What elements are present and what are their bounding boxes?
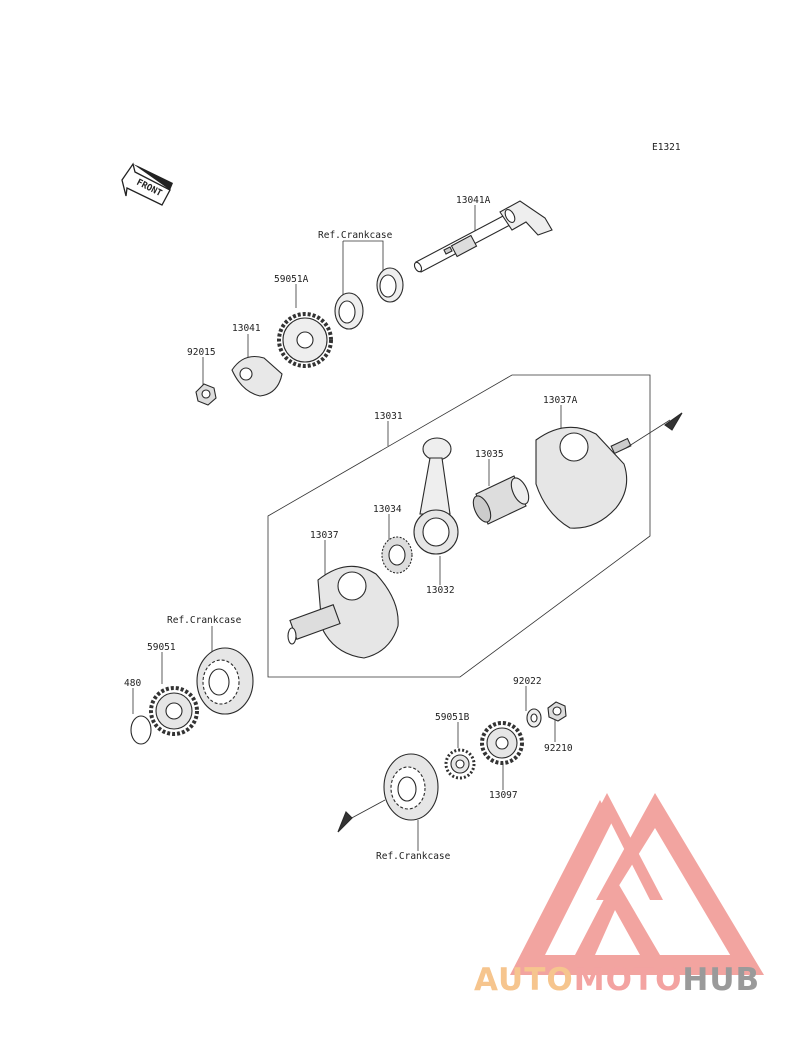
gear-59051 (149, 686, 199, 736)
label-ref-crankcase-top: Ref.Crankcase (318, 230, 393, 241)
diagram-code: E1321 (652, 142, 681, 153)
label-ref-crankcase-left: Ref.Crankcase (167, 615, 242, 626)
washer-92022 (526, 708, 542, 728)
needle-bearing-13034 (381, 536, 413, 574)
crankshaft-assembly-box (267, 374, 651, 678)
connecting-rod-13032 (413, 437, 459, 555)
bearing-left (196, 647, 254, 715)
label-92210: 92210 (544, 743, 573, 754)
nut-92210 (547, 701, 567, 722)
label-13037: 13037 (310, 530, 339, 541)
label-59051b: 59051B (435, 712, 470, 723)
front-arrow-icon: FRONT (121, 162, 173, 206)
nut-92015 (195, 383, 217, 406)
leader-lines (132, 205, 562, 851)
label-13035: 13035 (475, 449, 504, 460)
gear-59051b (444, 748, 476, 780)
balancer-shaft-part (413, 200, 553, 273)
bearing-top-large (334, 292, 364, 330)
label-13097: 13097 (489, 790, 518, 801)
balancer-weight-13041 (231, 355, 283, 397)
bearing-bottom (337, 753, 439, 833)
watermark-moto: MOTO (573, 962, 683, 998)
circlip-480 (130, 715, 152, 745)
crank-half-13037a (535, 412, 683, 529)
label-13034: 13034 (373, 504, 402, 515)
label-92015: 92015 (187, 347, 216, 358)
label-480: 480 (124, 678, 141, 689)
crankpin-13035 (472, 475, 530, 525)
label-92022: 92022 (513, 676, 542, 687)
label-ref-crankcase-bottom: Ref.Crankcase (376, 851, 451, 862)
label-13037a: 13037A (543, 395, 578, 406)
crank-half-13037 (287, 565, 399, 659)
part-labels: 13041A Ref.Crankcase 59051A 13041 92015 … (124, 195, 578, 862)
watermark-auto: AUTO (474, 962, 574, 998)
gear-13097 (480, 721, 524, 765)
watermark-text: AUTOMOTOHUB (474, 962, 760, 998)
watermark-hub: HUB (682, 962, 761, 998)
label-13041a: 13041A (456, 195, 491, 206)
label-59051a: 59051A (274, 274, 309, 285)
bearing-top-small (376, 267, 404, 303)
watermark-logo (510, 793, 764, 975)
label-59051: 59051 (147, 642, 176, 653)
label-13032: 13032 (426, 585, 455, 596)
label-13031: 13031 (374, 411, 403, 422)
gear-59051a (277, 312, 333, 368)
label-13041: 13041 (232, 323, 261, 334)
